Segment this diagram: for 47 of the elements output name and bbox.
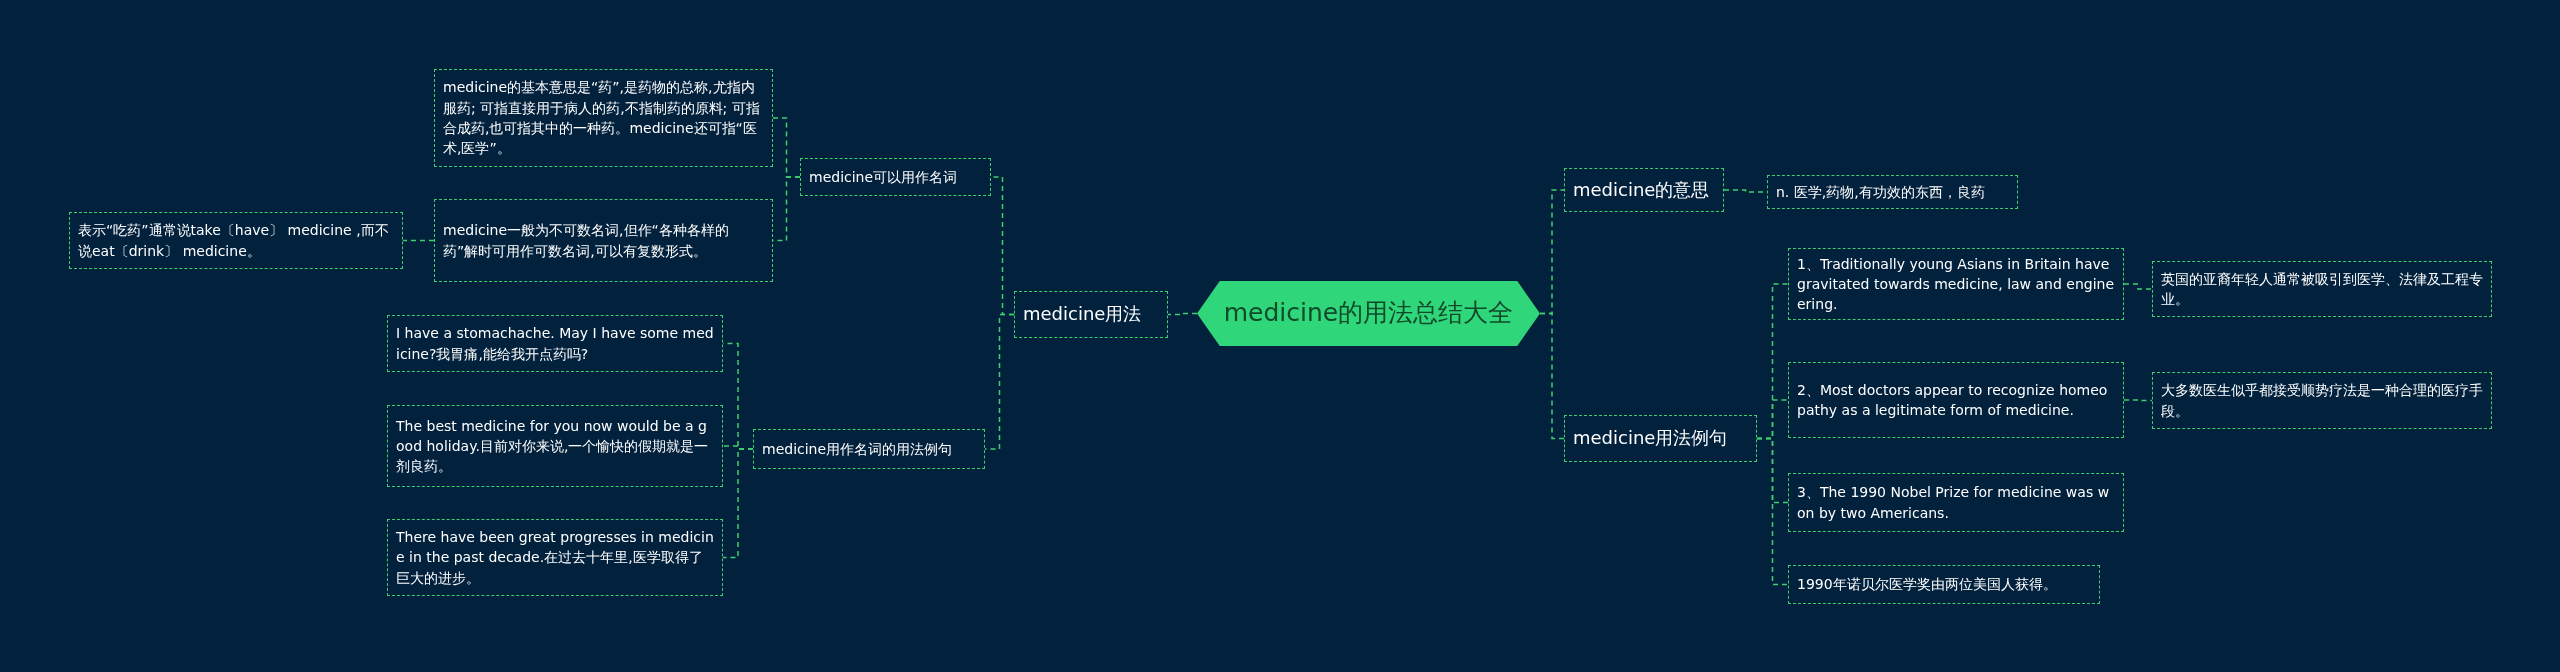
connector-line — [2123, 399, 2153, 402]
subtopic-box — [387, 519, 723, 596]
connector-line — [2123, 283, 2153, 290]
subtopic-box — [69, 212, 403, 269]
subtopic-box — [800, 158, 991, 196]
connector-line — [1756, 437, 1789, 586]
topic-text: medicine用作名词的用法例句 — [762, 439, 953, 459]
connector-line — [722, 448, 754, 559]
topic-text: medicine用法例句 — [1573, 426, 1728, 451]
subtopic-box — [434, 199, 773, 282]
topic-text: 英国的亚裔年轻人通常被吸引到医学、法律及工程专业。 — [2161, 269, 2483, 309]
subtopic-box — [387, 405, 723, 487]
topic-text: 1990年诺贝尔医学奖由两位美国人获得。 — [1797, 575, 2057, 595]
connector-line — [984, 313, 1015, 450]
connector-line — [1539, 312, 1565, 440]
topic-text: medicine可以用作名词 — [809, 167, 958, 187]
topic-text: 3、The 1990 Nobel Prize for medicine was won by two Americans. — [1797, 483, 2111, 523]
topic-text: medicine一般为不可数名词,但作“各种各样的药”解时可用作可数名词,可以有复数形式。 — [443, 221, 730, 261]
topic-text: There have been great progresses in medicine in the past decade.在过去十年里,医学取得了巨大的进步。 — [396, 528, 714, 588]
topic-text: 2、Most doctors appear to recognize homeopathy as a legitimate form of medicine. — [1797, 380, 2109, 420]
subtopic-box — [1788, 248, 2124, 320]
topic-text: The best medicine for you now would be a good holiday.目前对你来说,一个愉快的假期就是一剂良药。 — [396, 416, 710, 477]
subtopic-box — [753, 429, 985, 469]
central-topic-hexagon — [1197, 281, 1540, 346]
topic-text: n. 医学,药物,有功效的东西，良药 — [1776, 182, 1985, 202]
topic-box — [1564, 415, 1757, 462]
central-topic-text: medicine的用法总结大全 — [1223, 297, 1514, 330]
subtopic-box — [2152, 372, 2492, 429]
subtopic-box — [1788, 565, 2100, 604]
subtopic-box — [434, 69, 773, 167]
connector-line — [402, 239, 435, 242]
subtopic-box — [1767, 175, 2018, 209]
subtopic-box — [1788, 473, 2124, 532]
topic-text: 表示“吃药”通常说take〔have〕 medicine ,而不说eat〔drink〕 medicine。 — [78, 221, 390, 261]
connector-line — [772, 176, 801, 242]
topic-box — [1564, 168, 1724, 212]
subtopic-box — [2152, 261, 2492, 317]
topic-text: 1、Traditionally young Asians in Britain have gravitated towards medicine, law and engineering. — [1797, 254, 2115, 315]
topic-text: medicine的基本意思是“药”,是药物的总称,尤指内服药; 可指直接用于病人的药,不指制药的原料; 可指合成药,也可指其中的一种药。medicine还可指“医术,医学”。 — [443, 78, 761, 159]
topic-text: I have a stomachache. May I have some medicine?我胃痛,能给我开点药吗? — [396, 324, 714, 364]
topic-text: 大多数医生似乎都接受顺势疗法是一种合理的医疗手段。 — [2161, 381, 2483, 421]
topic-text: medicine用法 — [1023, 302, 1142, 327]
subtopic-box — [387, 315, 723, 372]
topic-text: medicine的意思 — [1573, 177, 1710, 202]
topic-box — [1014, 291, 1168, 338]
connector-line — [1167, 312, 1198, 316]
subtopic-box — [1788, 362, 2124, 438]
